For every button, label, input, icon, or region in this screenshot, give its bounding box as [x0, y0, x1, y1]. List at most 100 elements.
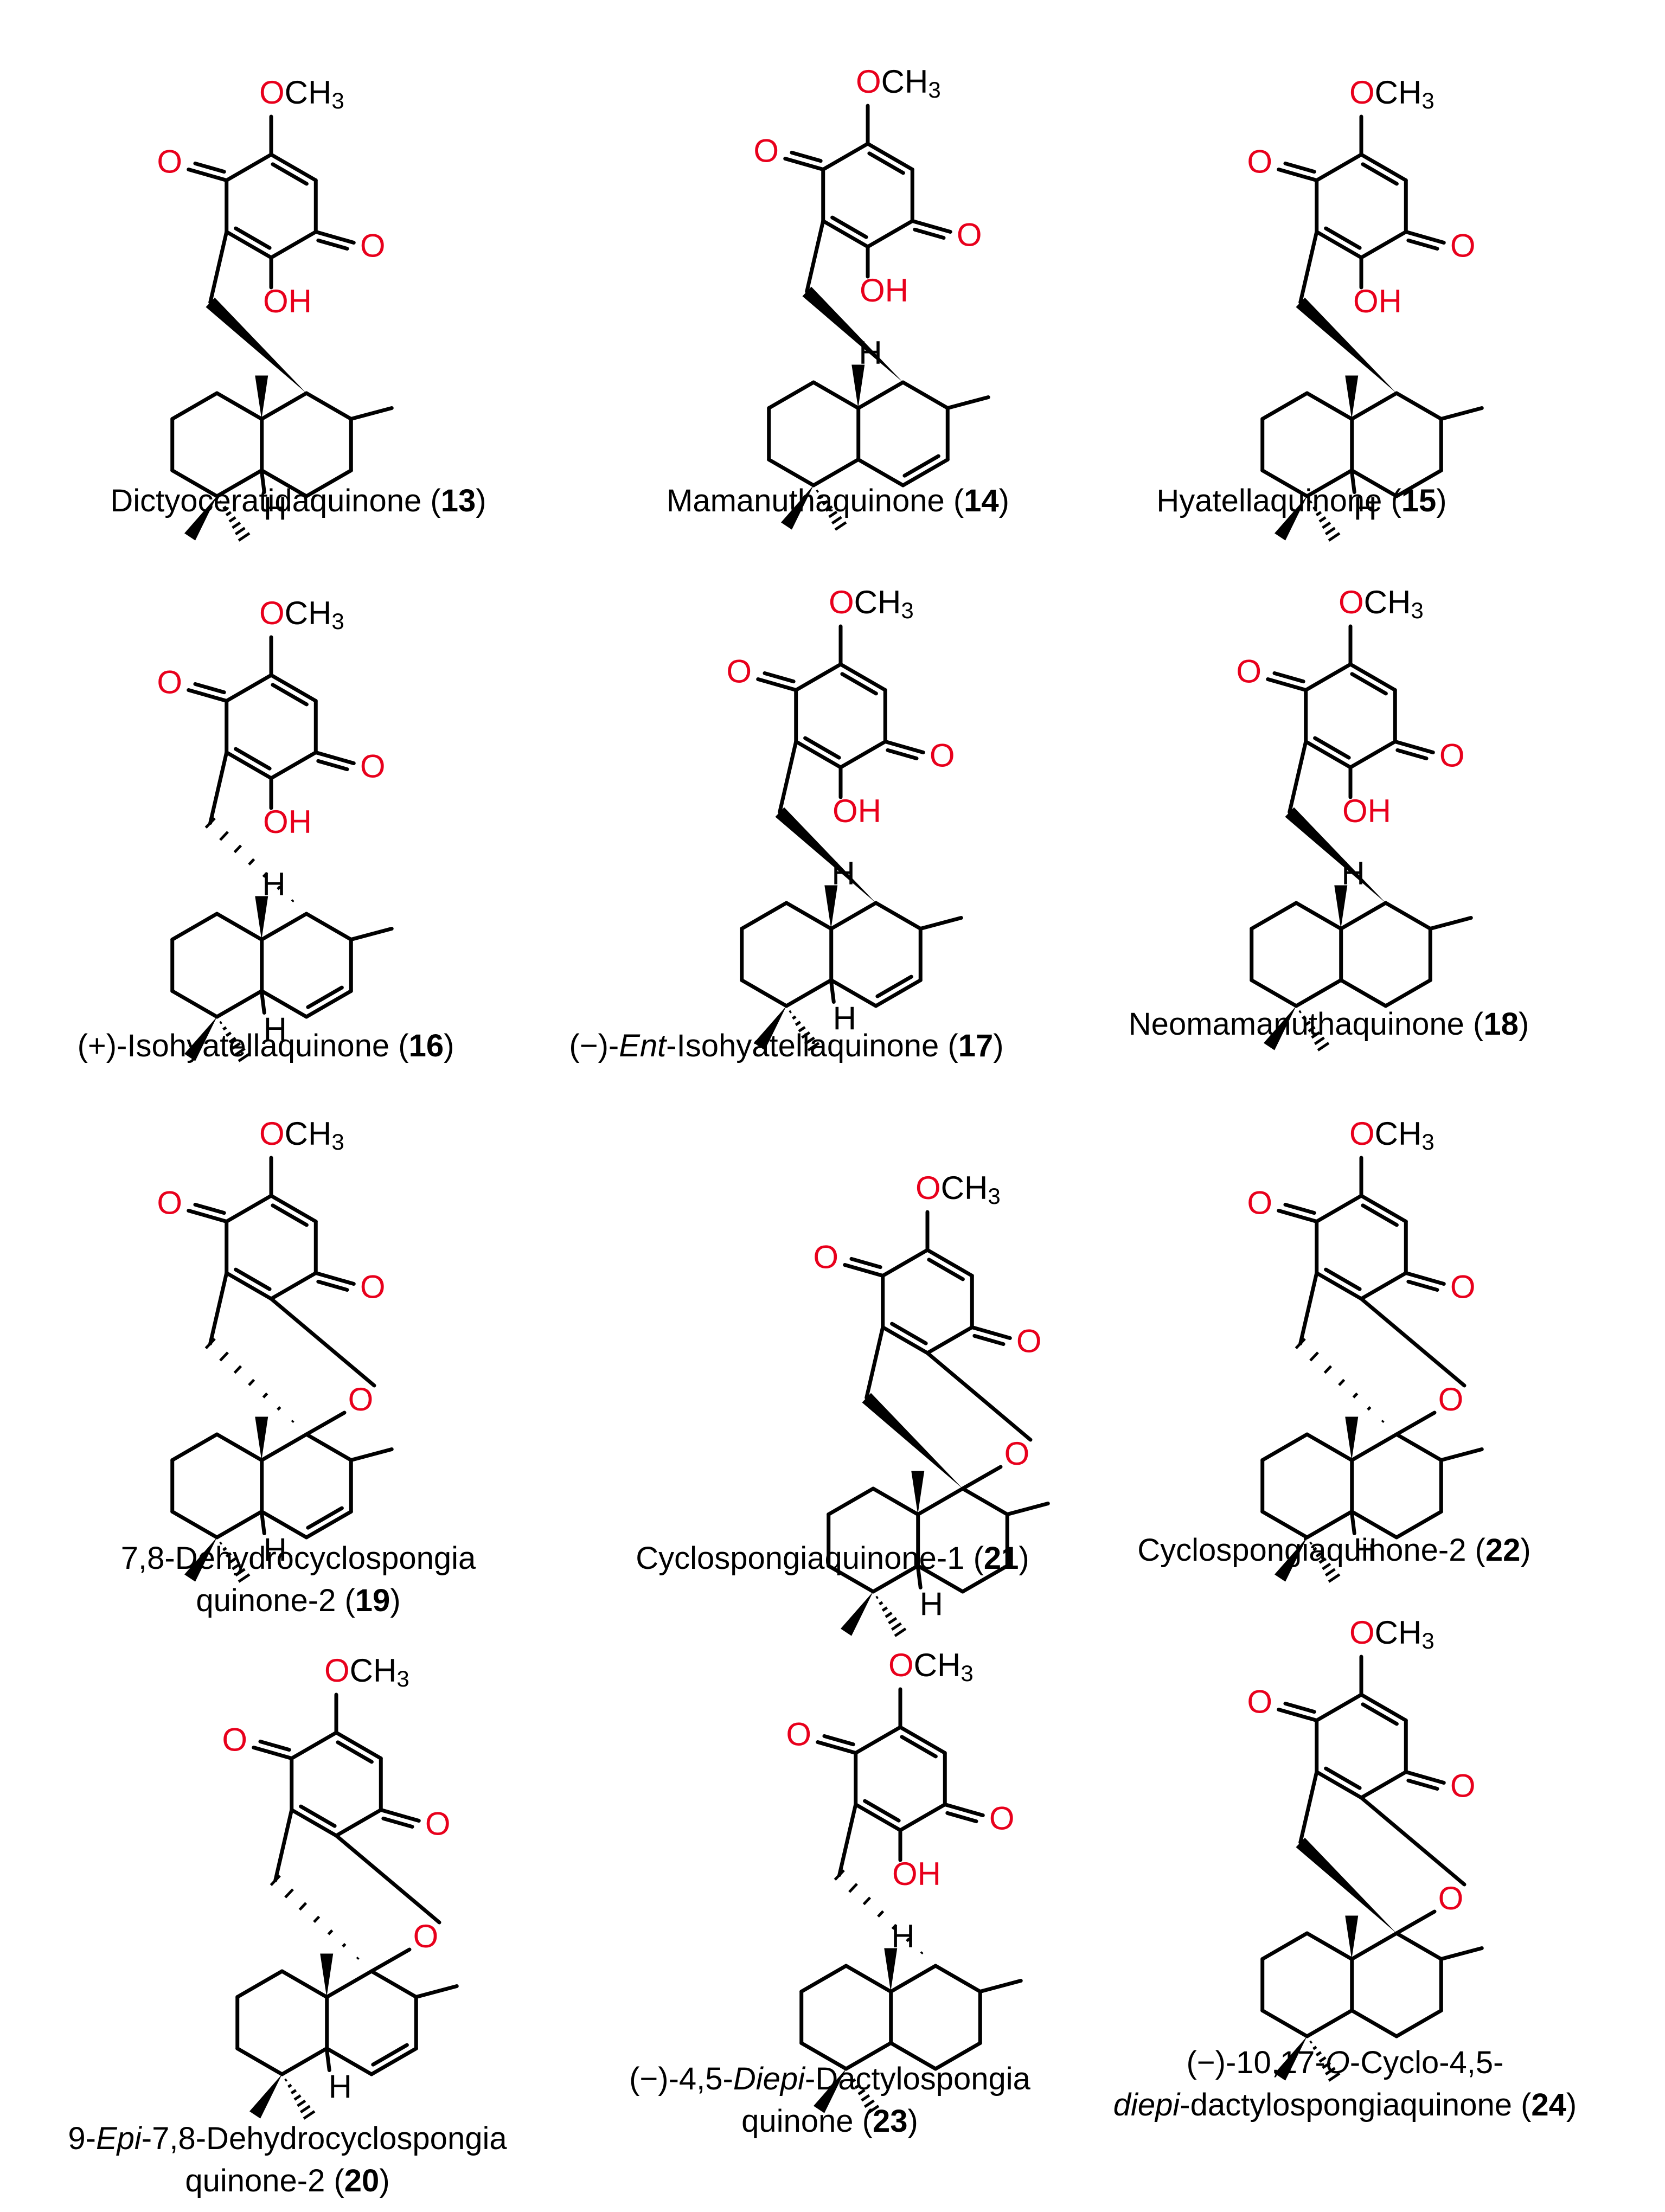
double-bond: [316, 1279, 349, 1292]
bond: [1349, 469, 1356, 494]
double-bond: [225, 751, 273, 780]
bond: [1260, 391, 1309, 421]
bond: [740, 901, 789, 931]
compound-name-head: (−)-10,17-: [1186, 2045, 1325, 2080]
bond: [1260, 1432, 1309, 1462]
bond: [925, 1325, 974, 1355]
double-bond: [313, 751, 356, 765]
bond: [1350, 391, 1399, 421]
bond: [866, 219, 914, 249]
bond: [1305, 1432, 1354, 1462]
compound-name-head: (−)-4,5-: [629, 2061, 733, 2096]
caption-13: Dictyoceratidaquinone (13): [110, 483, 486, 518]
hydrogen-label: H: [1354, 490, 1377, 527]
bond: [225, 673, 273, 703]
double-bond: [945, 1811, 978, 1824]
double-bond: [1406, 1279, 1439, 1292]
bond: [215, 391, 264, 421]
bond: [856, 380, 905, 410]
bond: [260, 1432, 309, 1462]
double-bond: [306, 1506, 344, 1530]
wedge-bond: [862, 1393, 963, 1489]
bond: [856, 458, 905, 488]
double-bond: [1315, 1770, 1363, 1800]
bond: [1394, 1432, 1443, 1462]
double-bond: [299, 1804, 337, 1828]
compound-number: 23: [873, 2104, 908, 2139]
bond: [1350, 1931, 1399, 1961]
bond: [799, 1964, 848, 1993]
bond: [215, 1510, 264, 1540]
methyl: [414, 1984, 459, 1999]
double-bond: [866, 142, 914, 171]
hashed-bond: [219, 1021, 251, 1062]
compound-name: (+)-Isohyatellaquinone: [77, 1028, 390, 1063]
bond: [225, 152, 273, 182]
compound-name-line2: quinone: [741, 2104, 854, 2139]
caption-14: Mamanuthaquinone (14): [667, 483, 1009, 518]
double-bond: [794, 740, 843, 770]
bond: [1359, 1770, 1408, 1800]
double-bond: [1324, 226, 1362, 250]
bond: [280, 1969, 329, 1999]
double-bond: [874, 978, 923, 1008]
methoxy-label: OCH3: [888, 1647, 974, 1686]
double-bond: [306, 985, 344, 1009]
hydroxyl-label: OH: [263, 283, 312, 319]
bond: [827, 1564, 875, 1594]
methyl: [945, 395, 990, 410]
compound-name-suffix: -Isohyatellaquinone: [666, 1028, 939, 1063]
bond: [1359, 1796, 1467, 1887]
bond: [1260, 469, 1309, 498]
bond: [1394, 469, 1443, 498]
hydrogen-label: H: [1354, 1531, 1377, 1568]
double-bond: [187, 168, 229, 182]
bond: [369, 1947, 412, 1973]
compound-number: 22: [1485, 1533, 1521, 1568]
wedge-bond: [206, 297, 306, 393]
bond: [170, 391, 219, 421]
double-bond: [316, 238, 349, 251]
double-bond: [867, 151, 905, 175]
bond: [874, 901, 923, 931]
bond: [829, 901, 878, 931]
bond: [259, 989, 266, 1015]
carbonyl-oxygen: O: [360, 748, 386, 784]
compound-number: 18: [1483, 1006, 1519, 1042]
bond: [215, 912, 264, 941]
bond: [1394, 1931, 1443, 1961]
bond: [1394, 391, 1443, 421]
bond: [260, 912, 309, 941]
bond: [325, 1969, 374, 1999]
bond: [290, 1730, 338, 1760]
bond: [1304, 662, 1353, 692]
bond: [811, 458, 860, 488]
bond: [170, 1432, 219, 1462]
bond: [1260, 1931, 1309, 1961]
carbonyl-oxygen: O: [222, 1721, 247, 1758]
compound-number: 20: [344, 2163, 380, 2198]
bond: [215, 1432, 264, 1462]
caption-24: (−)-10,17-O-Cyclo-4,5- diepi-dactylospon…: [1113, 2045, 1577, 2123]
double-bond: [269, 1194, 318, 1223]
double-bond: [258, 1739, 291, 1752]
bond: [1250, 978, 1298, 1008]
double-bond: [822, 1734, 855, 1747]
hydroxyl-label: OH: [263, 804, 312, 840]
bond: [1294, 901, 1343, 931]
double-bond: [304, 1510, 353, 1540]
double-bond: [381, 1816, 414, 1829]
wedge-bond: [911, 1471, 925, 1515]
caption-20: 9-Epi-7,8-Dehydrocyclospongia quinone-2 …: [68, 2121, 507, 2198]
double-bond: [1277, 1209, 1319, 1223]
bond: [871, 1564, 920, 1594]
caption-22: Cyclospongiaquinone-2 (22): [1137, 1533, 1531, 1568]
carbonyl-oxygen: O: [157, 664, 182, 700]
bond: [273, 1808, 294, 1882]
bond: [1315, 1194, 1363, 1223]
double-bond: [271, 1203, 309, 1227]
bond: [260, 469, 309, 498]
